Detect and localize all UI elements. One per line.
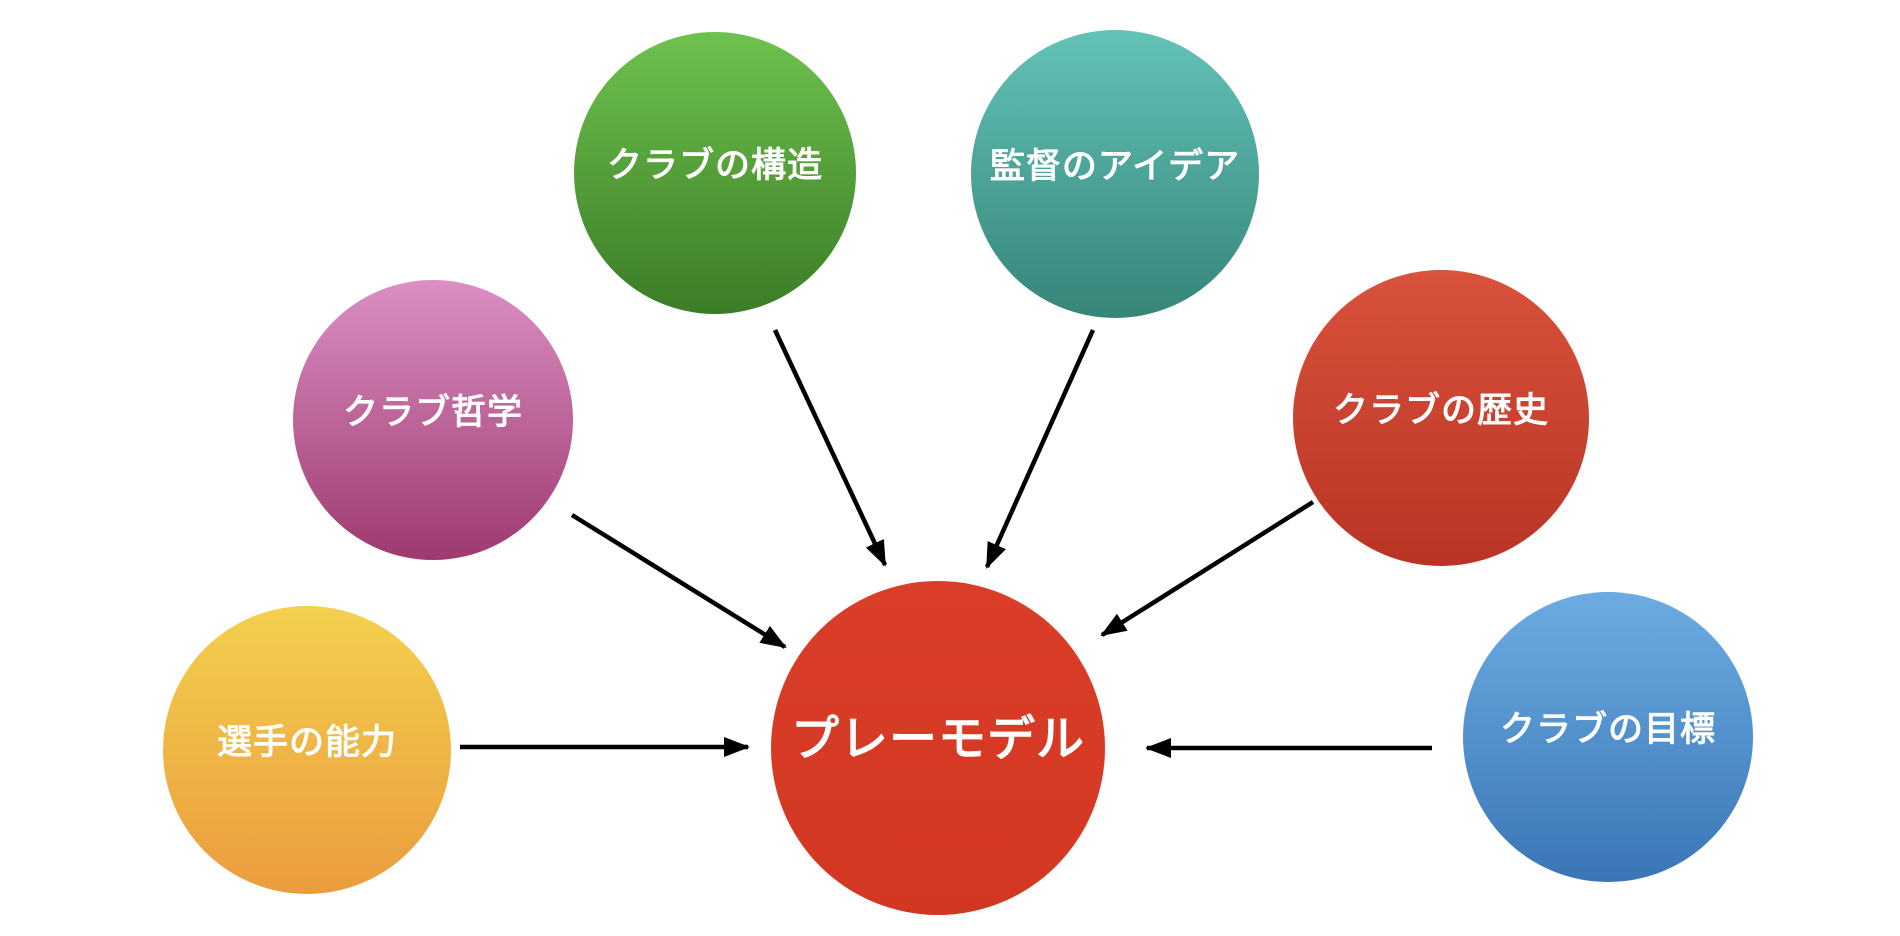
node-label-play-model: プレーモデル — [790, 713, 1085, 766]
node-player-ability: 選手の能力 — [163, 606, 451, 894]
node-manager-ideas: 監督のアイデア — [971, 30, 1259, 318]
arrow-club-history-to-play-model — [1100, 500, 1315, 637]
node-label-club-structure: クラブの構造 — [606, 145, 823, 185]
node-club-structure: クラブの構造 — [574, 32, 856, 314]
node-label-club-history: クラブの歴史 — [1332, 390, 1549, 430]
node-club-goals: クラブの目標 — [1463, 592, 1753, 882]
node-club-history: クラブの歴史 — [1293, 270, 1589, 566]
arrow-club-structure-to-play-model — [772, 329, 888, 567]
node-label-club-goals: クラブの目標 — [1499, 709, 1716, 749]
arrow-club-philosophy-to-play-model — [570, 513, 787, 649]
arrow-manager-ideas-to-play-model — [984, 329, 1096, 569]
node-play-model: プレーモデル — [771, 581, 1105, 915]
node-label-player-ability: 選手の能力 — [216, 722, 397, 762]
node-label-manager-ideas: 監督のアイデア — [989, 146, 1241, 186]
node-label-club-philosophy: クラブ哲学 — [342, 392, 523, 432]
node-club-philosophy: クラブ哲学 — [293, 280, 573, 560]
